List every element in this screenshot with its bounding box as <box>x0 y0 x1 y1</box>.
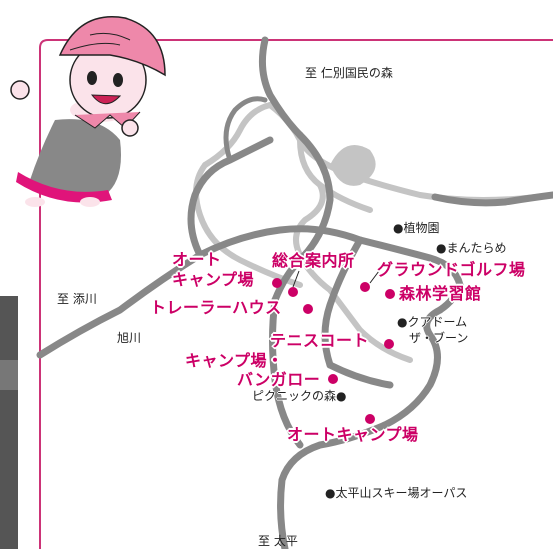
city-label: 旭川 <box>117 331 142 345</box>
label-auto-camp-2[interactable]: キャンプ場 <box>172 270 255 289</box>
roads <box>36 36 553 549</box>
marker-tennis[interactable] <box>384 339 394 349</box>
mascot-illustration <box>10 16 166 207</box>
label-bungalow-2[interactable]: バンガロー <box>237 370 321 389</box>
poi-botanical[interactable]: ●植物園 <box>393 221 440 235</box>
marker-auto-camp-south[interactable] <box>365 414 375 424</box>
leader-lines <box>292 270 380 288</box>
marker-ground-golf[interactable] <box>360 282 370 292</box>
label-ground-golf[interactable]: グラウンドゴルフ場 <box>377 260 526 279</box>
label-forest-hall[interactable]: 森林学習館 <box>399 284 482 303</box>
marker-info-center[interactable] <box>288 287 298 297</box>
direction-north: 至 仁別国民の森 <box>305 66 393 80</box>
marker-trailer-house[interactable] <box>303 304 313 314</box>
road-branch <box>223 96 268 163</box>
label-info-center[interactable]: 総合案内所 <box>272 251 355 270</box>
label-auto-camp-south[interactable]: オートキャンプ場 <box>287 425 419 444</box>
label-tennis[interactable]: テニスコート <box>270 331 370 350</box>
label-bungalow-1[interactable]: キャンプ場・ <box>185 351 284 370</box>
marker-forest-hall[interactable] <box>385 289 395 299</box>
poi-mantarame[interactable]: ●まんたらめ <box>436 241 507 255</box>
marker-auto-camp-north[interactable] <box>272 278 282 288</box>
poi-aqua-dome[interactable]: ●クアドーム <box>397 315 468 329</box>
photo-strip <box>0 296 18 549</box>
facility-markers <box>272 278 395 424</box>
map-frame <box>39 39 553 549</box>
marker-bungalow[interactable] <box>328 374 338 384</box>
poi-picnic[interactable]: ピクニックの森● <box>252 389 347 403</box>
poi-the-boon[interactable]: ザ・ブーン <box>409 331 469 345</box>
label-auto-camp-1[interactable]: オート <box>172 250 222 269</box>
label-trailer-house[interactable]: トレーラーハウス <box>150 298 282 317</box>
poi-ski[interactable]: ●太平山スキー場オーパス <box>325 486 468 500</box>
direction-south: 至 太平 <box>258 534 298 548</box>
lake <box>330 145 376 186</box>
direction-west: 至 添川 <box>57 292 97 306</box>
